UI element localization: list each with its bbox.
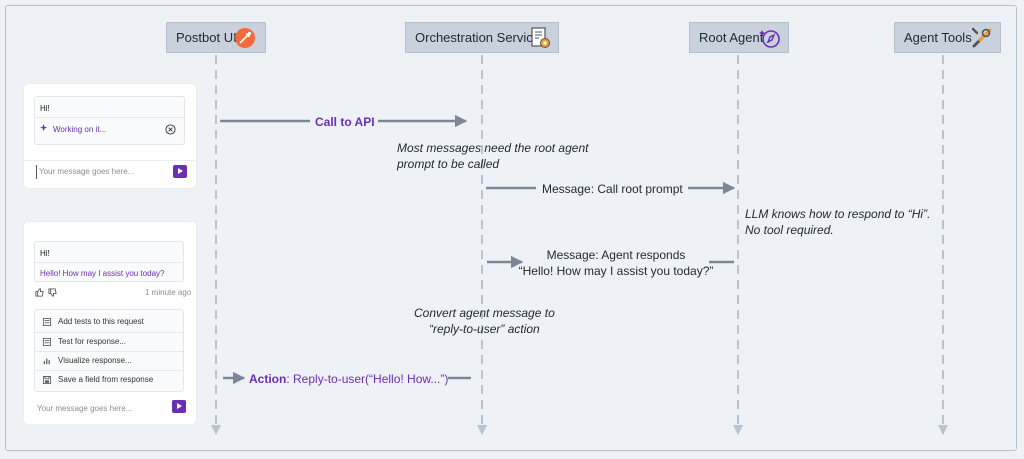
timestamp: 1 minute ago bbox=[145, 288, 192, 297]
note-line: LLM knows how to respond to “Hi”. bbox=[745, 207, 931, 221]
conversation-box: Hi! Hello! How may I assist you today? bbox=[34, 241, 184, 282]
msg-line: “Hello! How may I assist you today?” bbox=[518, 264, 714, 278]
chat-panel-response: Hi! Hello! How may I assist you today? 1… bbox=[24, 222, 196, 424]
action-label: Add tests to this request bbox=[58, 317, 144, 326]
note-line: No tool required. bbox=[745, 223, 834, 237]
user-message: Hi! bbox=[40, 249, 50, 258]
action-visualize[interactable]: Visualize response... bbox=[35, 351, 183, 369]
conversation-box: Hi! Working on it... bbox=[34, 96, 185, 145]
save-icon bbox=[43, 376, 51, 384]
postman-logo-icon bbox=[235, 28, 255, 48]
action-label: Test for response... bbox=[58, 337, 127, 346]
test-list-icon bbox=[43, 338, 51, 346]
sparkle-icon bbox=[40, 124, 48, 132]
lane-label: Agent Tools bbox=[904, 30, 972, 45]
thumbs-down-icon[interactable] bbox=[48, 288, 57, 297]
action-label: Save a field from response bbox=[58, 375, 154, 384]
lane-orchestration-service: Orchestration Service bbox=[405, 22, 559, 53]
note-line: “reply-to-user” action bbox=[429, 322, 540, 336]
document-gear-icon bbox=[531, 27, 550, 48]
action-keyword: Action bbox=[249, 372, 287, 386]
lane-label: Postbot UI bbox=[176, 30, 237, 45]
note-line: Convert agent message to bbox=[414, 306, 555, 320]
action-label: Action: Reply-to-user(“Hello! How...”) bbox=[249, 371, 448, 387]
agent-compass-icon bbox=[759, 30, 780, 48]
send-button[interactable] bbox=[172, 400, 186, 413]
thumbs-up-icon[interactable] bbox=[35, 288, 44, 297]
send-button[interactable] bbox=[173, 165, 187, 178]
bar-chart-icon bbox=[43, 358, 50, 365]
note-convert: Convert agent message to “reply-to-user”… bbox=[414, 305, 555, 337]
tools-icon bbox=[971, 27, 992, 48]
assistant-reply: Hello! How may I assist you today? bbox=[40, 269, 165, 278]
note-line: prompt to be called bbox=[397, 157, 500, 171]
cancel-icon[interactable] bbox=[165, 124, 176, 135]
divider bbox=[35, 262, 183, 263]
lane-agent-tools: Agent Tools bbox=[894, 22, 1001, 53]
action-label: Visualize response... bbox=[58, 356, 132, 365]
lane-label: Root Agent bbox=[699, 30, 764, 45]
chat-panel-working: Hi! Working on it... Your message goes h… bbox=[24, 84, 196, 188]
action-add-tests[interactable]: Add tests to this request bbox=[35, 313, 183, 331]
test-list-icon bbox=[43, 318, 51, 326]
note-line: Most messages need the root agent bbox=[397, 141, 589, 155]
status-text: Working on it... bbox=[53, 125, 107, 134]
divider bbox=[35, 117, 184, 118]
action-save-field[interactable]: Save a field from response bbox=[35, 370, 183, 388]
message-arrows bbox=[220, 114, 736, 385]
lifelines bbox=[211, 55, 948, 435]
action-text: : Reply-to-user(“Hello! How...”) bbox=[286, 372, 449, 386]
lane-postbot-ui: Postbot UI bbox=[166, 22, 266, 53]
message-input[interactable]: Your message goes here... bbox=[36, 402, 156, 416]
call-root-prompt-label: Message: Call root prompt bbox=[542, 182, 683, 196]
input-divider bbox=[24, 160, 196, 161]
input-placeholder: Your message goes here... bbox=[37, 404, 133, 413]
lane-label: Orchestration Service bbox=[415, 30, 540, 45]
note-root-prompt: Most messages need the root agent prompt… bbox=[397, 140, 588, 172]
action-test-response[interactable]: Test for response... bbox=[35, 332, 183, 350]
msg-line: Message: Agent responds bbox=[546, 248, 686, 262]
message-input[interactable]: Your message goes here... bbox=[36, 165, 157, 179]
agent-responds-label: Message: Agent responds “Hello! How may … bbox=[511, 247, 721, 279]
lane-root-agent: Root Agent bbox=[689, 22, 789, 53]
user-message: Hi! bbox=[40, 104, 50, 113]
action-menu: Add tests to this request Test for respo… bbox=[34, 309, 184, 392]
call-api-label: Call to API bbox=[315, 115, 375, 129]
input-placeholder: Your message goes here... bbox=[39, 167, 135, 176]
note-llm: LLM knows how to respond to “Hi”. No too… bbox=[745, 206, 930, 238]
